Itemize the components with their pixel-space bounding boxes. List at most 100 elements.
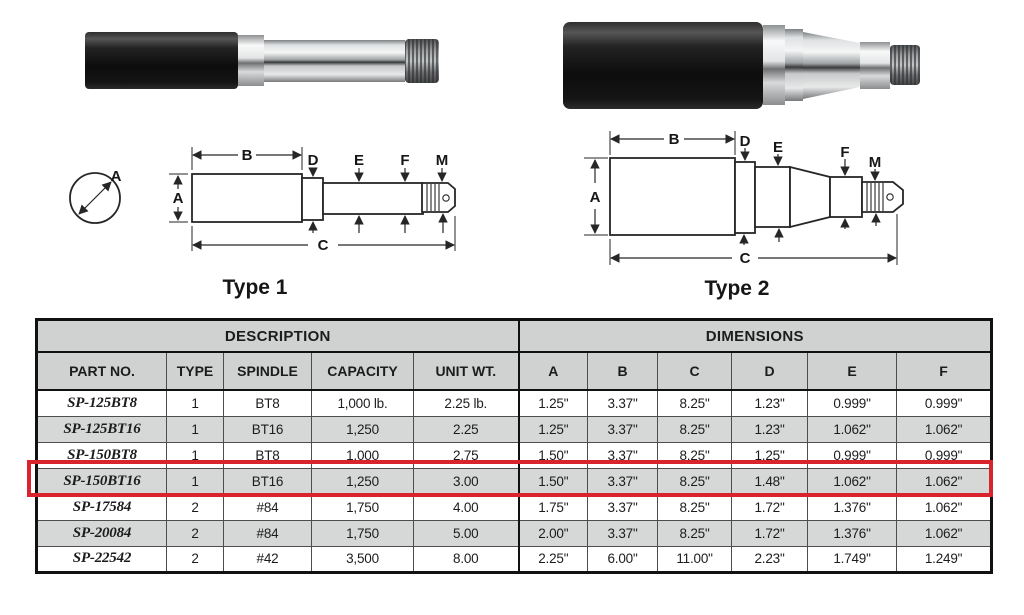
spindle-cell: #84 [223,519,312,547]
capacity-cell: 1,750 [311,493,414,521]
type2-caption: Type 2 [705,277,770,300]
dim-b-cell: 3.37" [587,467,659,495]
dim-b-cell: 3.37" [587,493,659,521]
part-no-cell: SP-125BT8 [36,389,167,417]
table-row: SP-125BT8 1 BT8 1,000 lb. 2.25 lb. 1.25"… [36,389,993,417]
dim-e-cell: 1.376" [807,519,898,547]
dim-a-cell: 1.50" [517,467,589,495]
type1-label-a-height: A [173,190,184,207]
dim-d-cell: 2.23" [731,545,809,573]
type1-dimensions: B A D E F M C [169,147,456,254]
type2-label-b: B [669,131,680,148]
unit-wt-cell: 4.00 [412,493,520,521]
type2-drawing: B A D E F M C Type 2 [584,131,904,300]
dim-c-cell: 8.25" [657,389,733,417]
dim-f-cell: 1.062" [896,519,993,547]
dim-c-cell: 8.25" [657,467,733,495]
table-row: SP-150BT8 1 BT8 1,000 2.75 1.50" 3.37" 8… [36,441,993,469]
type2-photo-shapes [563,22,920,109]
type2-label-a: A [590,189,601,206]
dim-d-cell: 1.72" [731,493,809,521]
col-header-d: D [731,351,809,391]
type2-label-e: E [773,139,783,156]
table-row: SP-125BT16 1 BT16 1,250 2.25 1.25" 3.37"… [36,415,993,443]
part-no-cell: SP-125BT16 [36,415,167,443]
dim-d-cell: 1.23" [731,415,809,443]
dim-e-cell: 0.999" [807,389,898,417]
type1-cross-section: A [69,168,122,224]
dim-c-cell: 11.00" [657,545,733,573]
unit-wt-cell: 2.25 [412,415,520,443]
dim-f-cell: 1.062" [896,415,993,443]
dim-c-cell: 8.25" [657,493,733,521]
table-group-header-row: DESCRIPTION DIMENSIONS [35,319,993,353]
col-header-spindle: SPINDLE [223,351,312,391]
type1-cotter-pin-hole [442,194,450,202]
dim-e-cell: 1.749" [807,545,898,573]
dim-b-cell: 6.00" [587,545,659,573]
spindle-cell: BT16 [223,467,312,495]
type-cell: 1 [166,415,224,443]
dim-c-cell: 8.25" [657,441,733,469]
dim-f-cell: 1.249" [896,545,993,573]
spindle-cell: #84 [223,493,312,521]
type2-spindle-photo [563,22,920,109]
dim-e-cell: 0.999" [807,441,898,469]
unit-wt-cell: 5.00 [412,519,520,547]
type1-drawing: A B A D E F M [69,147,456,299]
type-cell: 1 [166,441,224,469]
dim-a-cell: 1.75" [517,493,589,521]
dim-d-cell: 1.48" [731,467,809,495]
dim-d-cell: 1.25" [731,441,809,469]
dim-e-cell: 1.376" [807,493,898,521]
capacity-cell: 1,250 [311,415,414,443]
type1-label-b: B [242,147,253,164]
col-header-capacity: CAPACITY [311,351,414,391]
col-header-f: F [896,351,993,391]
capacity-cell: 1,000 lb. [311,389,414,417]
dim-f-cell: 0.999" [896,389,993,417]
dim-a-cell: 1.25" [517,415,589,443]
type-cell: 2 [166,493,224,521]
dim-a-cell: 2.00" [517,519,589,547]
type1-caption: Type 1 [223,276,288,299]
capacity-cell: 1,750 [311,519,414,547]
dim-b-cell: 3.37" [587,519,659,547]
dim-e-cell: 1.062" [807,415,898,443]
dim-c-cell: 8.25" [657,415,733,443]
dim-c-cell: 8.25" [657,519,733,547]
type1-profile [191,173,456,223]
capacity-cell: 1,000 [311,441,414,469]
col-header-e: E [807,351,898,391]
capacity-cell: 3,500 [311,545,414,573]
col-header-c: C [657,351,733,391]
dim-d-cell: 1.72" [731,519,809,547]
type1-label-d: D [308,152,319,169]
dim-a-cell: 1.50" [517,441,589,469]
table-row: SP-20084 2 #84 1,750 5.00 2.00" 3.37" 8.… [36,519,993,547]
col-header-type: TYPE [166,351,224,391]
type-cell: 1 [166,389,224,417]
type2-label-f: F [840,144,849,161]
col-header-part-no: PART NO. [36,351,167,391]
unit-wt-cell: 8.00 [412,545,520,573]
spindle-cell: BT16 [223,415,312,443]
dim-a-cell: 2.25" [517,545,589,573]
type1-label-a-section: A [111,168,122,185]
dim-b-cell: 3.37" [587,441,659,469]
type1-photo-shapes [85,32,439,89]
spindle-cell: BT8 [223,389,312,417]
type2-dimensions: B A D E F M C [584,131,898,267]
type2-profile [609,157,904,236]
capacity-cell: 1,250 [311,467,414,495]
type1-label-e: E [354,152,364,169]
table-column-header-row: PART NO. TYPE SPINDLE CAPACITY UNIT WT. … [36,351,993,391]
type-cell: 2 [166,519,224,547]
type1-label-c: C [318,237,329,254]
unit-wt-cell: 2.25 lb. [412,389,520,417]
table-row-highlighted: SP-150BT16 1 BT16 1,250 3.00 1.50" 3.37"… [36,467,993,495]
type-cell: 2 [166,545,224,573]
col-header-b: B [587,351,659,391]
part-no-cell: SP-17584 [36,493,167,521]
unit-wt-cell: 2.75 [412,441,520,469]
